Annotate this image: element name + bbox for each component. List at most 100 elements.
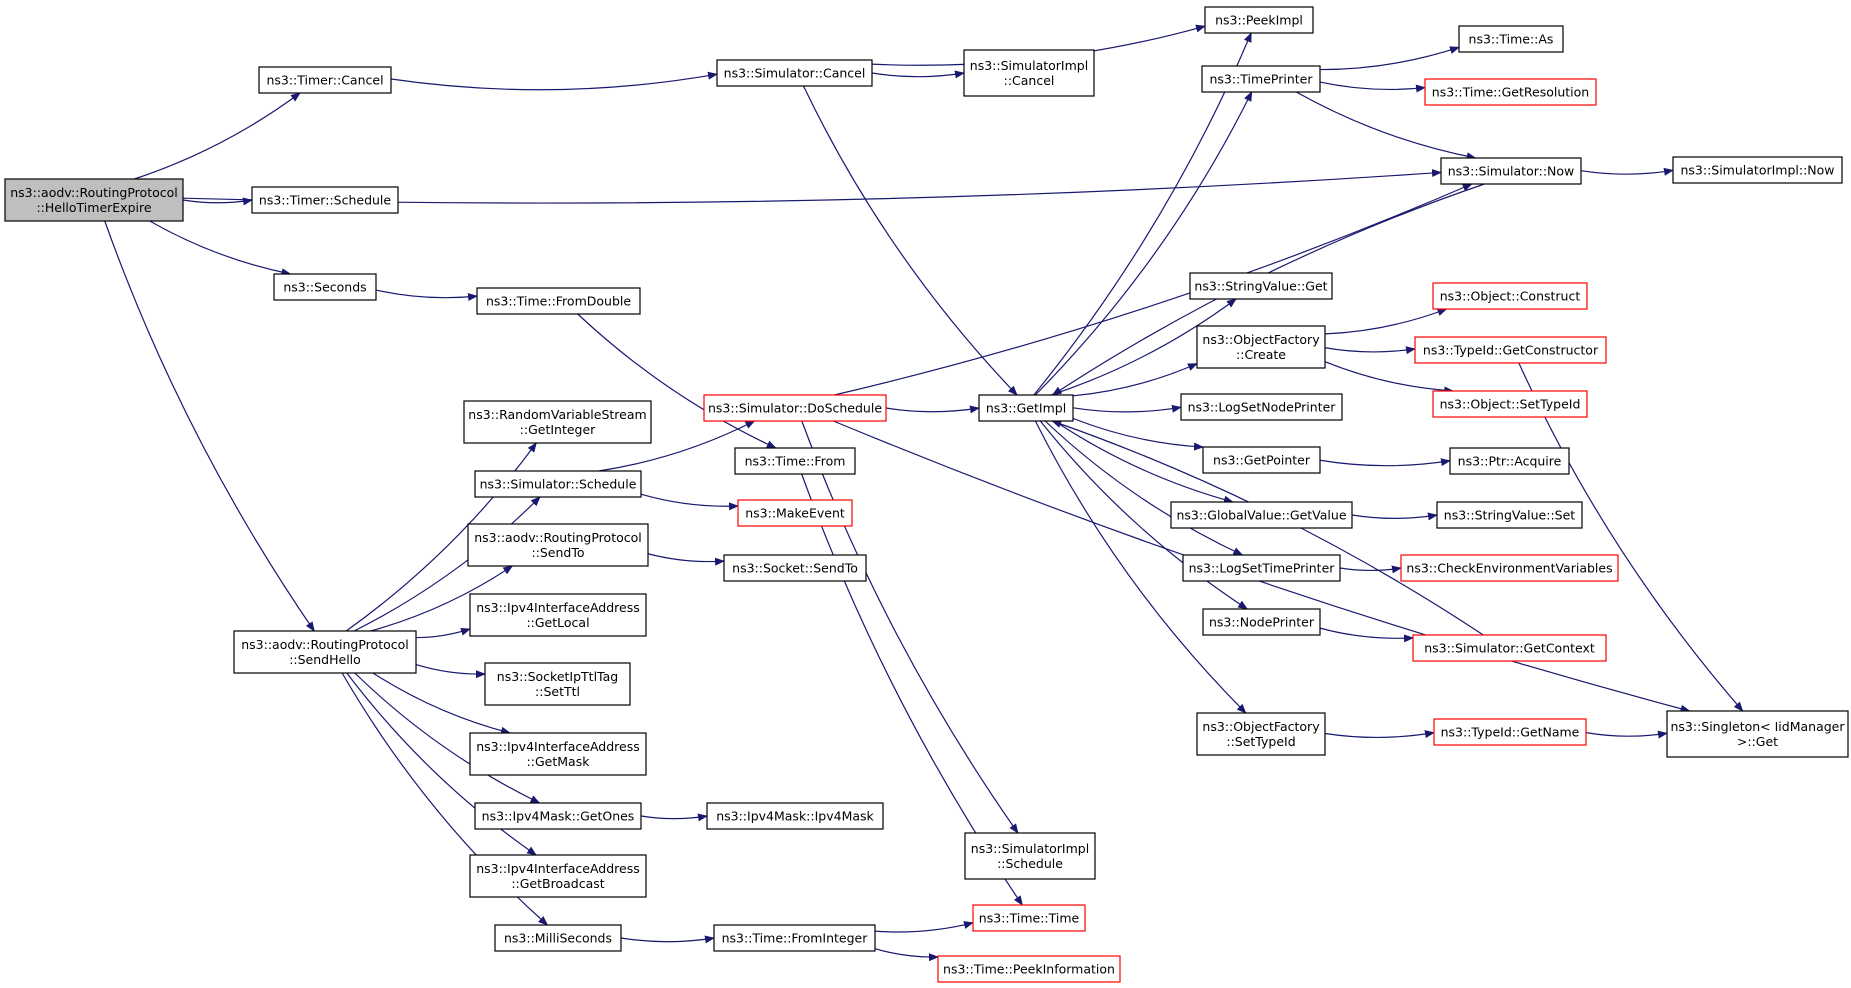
node-time_frominteger[interactable]: ns3::Time::FromInteger	[713, 924, 876, 952]
node-label: ns3::aodv::RoutingProtocol	[241, 637, 409, 652]
node-sim_schedule[interactable]: ns3::Simulator::Schedule	[474, 470, 642, 498]
node-time_time[interactable]: ns3::Time::Time	[972, 904, 1086, 932]
node-logsetnodeprinter[interactable]: ns3::LogSetNodePrinter	[1180, 393, 1343, 421]
edge-nodeprinter-to-sim_getcontext	[1319, 627, 1414, 643]
edge-getimpl-to-nodeprinter	[1039, 420, 1249, 610]
node-timer_cancel[interactable]: ns3::Timer::Cancel	[258, 66, 392, 94]
edge-line	[1034, 420, 1247, 714]
node-label: ns3::Time::FromInteger	[722, 931, 869, 946]
node-box	[1432, 282, 1588, 310]
node-singleton_get[interactable]: ns3::Singleton< IidManager>::Get	[1666, 710, 1849, 758]
edge-sendhello-to-ipv4ia_getmask	[372, 672, 511, 735]
node-ipv4mask_ipv4mask[interactable]: ns3::Ipv4Mask::Ipv4Mask	[706, 802, 884, 830]
node-makeevent[interactable]: ns3::MakeEvent	[737, 499, 853, 527]
edge-sim_now-to-simimpl_now	[1580, 167, 1674, 176]
node-label: ns3::Time::From	[745, 454, 846, 469]
node-box	[978, 394, 1074, 422]
node-box	[1414, 336, 1607, 364]
node-box	[1202, 608, 1321, 636]
node-objfactory_create[interactable]: ns3::ObjectFactory::Create	[1196, 325, 1326, 369]
edge-objfactory_create-to-typeid_getconstructor	[1324, 346, 1416, 355]
node-globalvalue_getvalue[interactable]: ns3::GlobalValue::GetValue	[1170, 501, 1353, 529]
node-sim_cancel[interactable]: ns3::Simulator::Cancel	[716, 59, 873, 87]
node-time_peekinformation[interactable]: ns3::Time::PeekInformation	[937, 955, 1121, 983]
edge-line	[1039, 420, 1249, 610]
node-label: ns3::Ipv4InterfaceAddress	[476, 600, 640, 615]
edge-seconds-to-time_fromdouble	[375, 289, 478, 301]
edge-line	[640, 493, 739, 511]
node-label: ns3::Simulator::DoSchedule	[708, 401, 882, 416]
node-label: ns3::StringValue::Get	[1194, 279, 1327, 294]
node-stringvalue_set[interactable]: ns3::StringValue::Set	[1436, 501, 1583, 529]
edge-root-to-sendhello	[104, 220, 315, 632]
node-label: ns3::TypeId::GetConstructor	[1423, 343, 1599, 358]
node-box	[1202, 446, 1321, 474]
node-label: ns3::Time::Time	[979, 911, 1080, 926]
node-box	[703, 394, 887, 422]
edge-line	[104, 220, 315, 632]
node-label: ::SendTo	[531, 545, 584, 560]
node-box	[273, 273, 377, 301]
node-typeid_getconstructor[interactable]: ns3::TypeId::GetConstructor	[1414, 336, 1607, 364]
node-label: ::SendHello	[289, 652, 361, 667]
node-sim_getcontext[interactable]: ns3::Simulator::GetContext	[1412, 634, 1607, 662]
node-ipv4ia_getmask[interactable]: ns3::Ipv4InterfaceAddress::GetMask	[469, 732, 647, 776]
node-stringvalue_get[interactable]: ns3::StringValue::Get	[1189, 272, 1333, 300]
node-getpointer[interactable]: ns3::GetPointer	[1202, 446, 1321, 474]
node-rvs_getinteger[interactable]: ns3::RandomVariableStream::GetInteger	[463, 400, 652, 444]
node-seconds[interactable]: ns3::Seconds	[273, 273, 377, 301]
node-label: ns3::GetPointer	[1213, 453, 1311, 468]
node-ipv4ia_getlocal[interactable]: ns3::Ipv4InterfaceAddress::GetLocal	[469, 593, 647, 637]
node-box	[233, 630, 417, 674]
node-object_settypeid[interactable]: ns3::Object::SetTypeId	[1432, 390, 1588, 418]
node-socketipttltag_setttl[interactable]: ns3::SocketIpTtlTag::SetTtl	[484, 662, 631, 706]
edge-line	[353, 496, 541, 632]
node-root[interactable]: ns3::aodv::RoutingProtocol::HelloTimerEx…	[4, 178, 184, 222]
node-simimpl_now[interactable]: ns3::SimulatorImpl::Now	[1672, 156, 1843, 184]
edge-getimpl-to-timeprinter	[1034, 91, 1253, 396]
node-label: ::GetLocal	[526, 615, 589, 630]
node-label: ns3::Ipv4Mask::GetOnes	[482, 809, 635, 824]
node-sim_doschedule[interactable]: ns3::Simulator::DoSchedule	[703, 394, 887, 422]
node-object_construct[interactable]: ns3::Object::Construct	[1432, 282, 1588, 310]
node-ipv4mask_getones[interactable]: ns3::Ipv4Mask::GetOnes	[474, 802, 642, 830]
node-logsettimeprinter[interactable]: ns3::LogSetTimePrinter	[1182, 554, 1341, 582]
node-box	[474, 802, 642, 830]
node-timeprinter[interactable]: ns3::TimePrinter	[1201, 65, 1321, 93]
node-label: ns3::Ptr::Acquire	[1458, 454, 1562, 469]
node-label: ns3::Simulator::Now	[1448, 164, 1575, 179]
node-time_from[interactable]: ns3::Time::From	[734, 447, 856, 475]
edge-objfactory_create-to-object_settypeid	[1324, 361, 1455, 395]
node-checkenvvars[interactable]: ns3::CheckEnvironmentVariables	[1400, 554, 1619, 582]
node-milliseconds[interactable]: ns3::MilliSeconds	[494, 924, 622, 952]
node-box	[484, 662, 631, 706]
edge-time_frominteger-to-time_time	[874, 921, 974, 933]
node-nodeprinter[interactable]: ns3::NodePrinter	[1202, 608, 1321, 636]
node-time_getresolution[interactable]: ns3::Time::GetResolution	[1424, 78, 1597, 106]
node-box	[258, 66, 392, 94]
node-getimpl[interactable]: ns3::GetImpl	[978, 394, 1074, 422]
node-aodv_sendto[interactable]: ns3::aodv::RoutingProtocol::SendTo	[467, 523, 649, 567]
node-label: ns3::Simulator::Schedule	[480, 477, 637, 492]
edge-line	[640, 813, 708, 822]
edge-line	[1319, 458, 1451, 467]
node-label: ns3::SimulatorImpl	[971, 841, 1089, 856]
edge-getimpl-to-globalvalue_getvalue	[1054, 420, 1234, 504]
edge-line	[620, 935, 715, 944]
node-timer_schedule[interactable]: ns3::Timer::Schedule	[251, 186, 399, 214]
node-ptr_acquire[interactable]: ns3::Ptr::Acquire	[1449, 447, 1570, 475]
node-simimpl_cancel[interactable]: ns3::SimulatorImpl::Cancel	[963, 49, 1095, 97]
node-objfactory_settypeid[interactable]: ns3::ObjectFactory::SetTypeId	[1196, 712, 1326, 756]
node-sendhello[interactable]: ns3::aodv::RoutingProtocol::SendHello	[233, 630, 417, 674]
node-sim_now[interactable]: ns3::Simulator::Now	[1440, 157, 1582, 185]
node-label: ns3::GetImpl	[986, 401, 1066, 416]
node-time_as[interactable]: ns3::Time::As	[1458, 25, 1564, 53]
node-socket_sendto[interactable]: ns3::Socket::SendTo	[723, 554, 867, 582]
node-peekimpl[interactable]: ns3::PeekImpl	[1204, 6, 1314, 34]
node-time_fromdouble[interactable]: ns3::Time::FromDouble	[476, 287, 641, 315]
node-typeid_getname[interactable]: ns3::TypeId::GetName	[1433, 718, 1587, 746]
node-simimpl_schedule[interactable]: ns3::SimulatorImpl::Schedule	[964, 832, 1096, 880]
node-ipv4ia_getbroadcast[interactable]: ns3::Ipv4InterfaceAddress::GetBroadcast	[469, 854, 647, 898]
edge-line	[390, 71, 718, 91]
node-label: ns3::TypeId::GetName	[1441, 725, 1580, 740]
